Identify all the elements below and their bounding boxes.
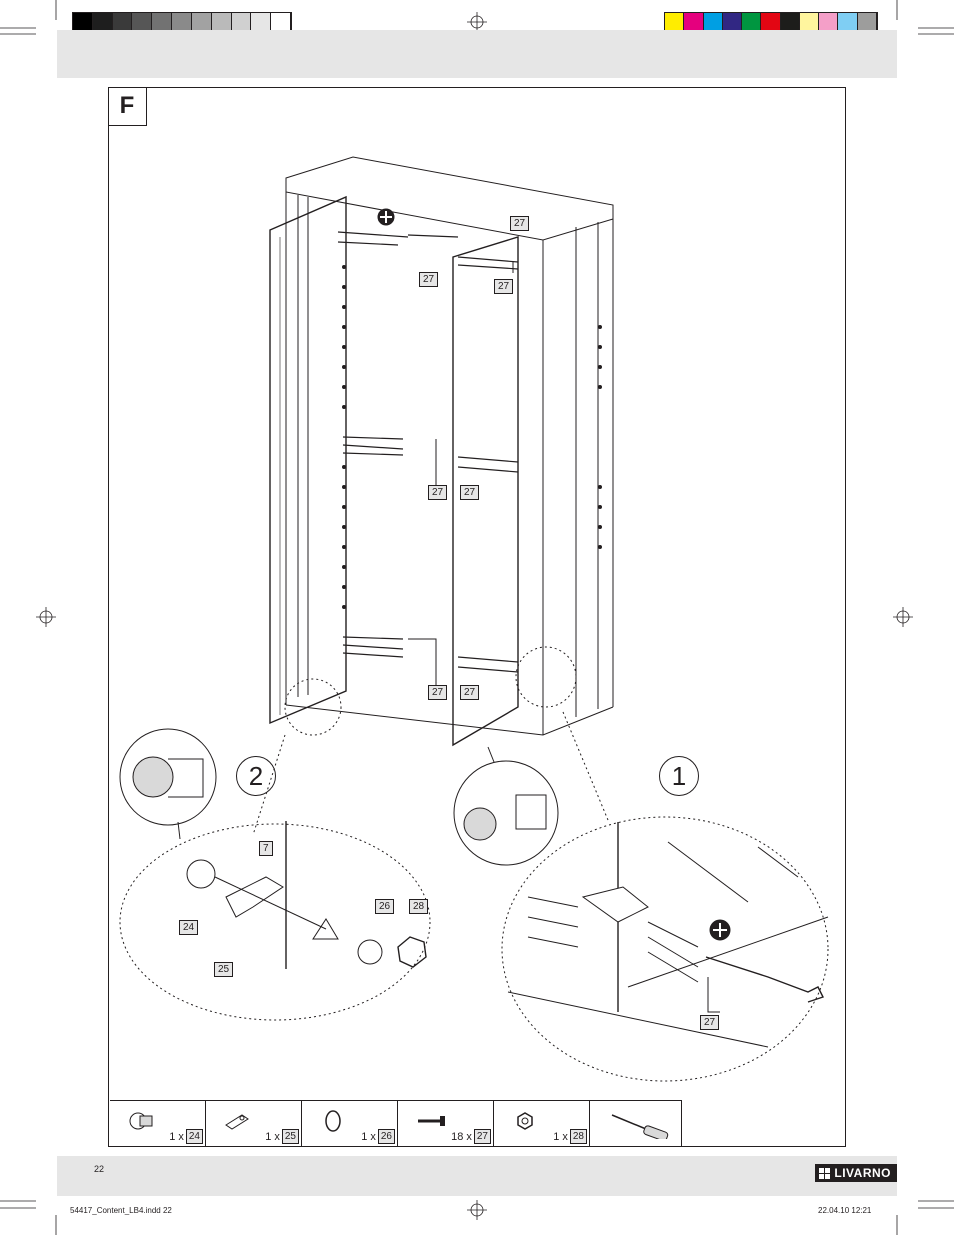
registration-mark-icon xyxy=(36,12,913,1220)
callout-27: 27 xyxy=(428,685,448,700)
lock-cylinder-icon xyxy=(186,859,216,889)
callout-27: 27 xyxy=(419,272,439,287)
lock-cam-icon xyxy=(222,1109,252,1138)
part-quantity: 1 x xyxy=(169,1130,184,1143)
phillips-icon xyxy=(377,208,395,226)
part-quantity: 18 x xyxy=(451,1130,472,1143)
gray-swatch xyxy=(92,13,113,33)
key-zoom-circle xyxy=(453,760,559,866)
washer-icon xyxy=(357,939,383,965)
section-letter: F xyxy=(108,87,147,126)
gray-swatch xyxy=(73,13,93,33)
detail-circle-hinge xyxy=(501,816,829,1082)
brand-logo: LIVARNO xyxy=(815,1164,897,1182)
gray-swatch xyxy=(251,13,272,33)
color-swatch xyxy=(665,13,685,33)
gray-swatch xyxy=(132,13,153,33)
color-swatch xyxy=(799,13,820,33)
color-swatch xyxy=(684,13,704,33)
color-swatch xyxy=(722,13,743,33)
right-glass-door xyxy=(452,236,519,747)
lock-zoom-circle xyxy=(119,728,217,826)
color-swatch xyxy=(819,13,839,33)
color-swatch xyxy=(742,13,762,33)
hinge-screws xyxy=(337,231,519,673)
gray-swatch xyxy=(172,13,192,33)
gray-swatch xyxy=(191,13,212,33)
gray-swatch xyxy=(112,13,133,33)
screw-icon xyxy=(414,1109,450,1138)
callout-27: 27 xyxy=(428,485,448,500)
callout-26: 26 xyxy=(375,899,395,914)
nut-icon xyxy=(397,936,427,968)
part-number: 28 xyxy=(569,1129,587,1144)
brand-mark-icon xyxy=(819,1167,831,1179)
instruction-frame xyxy=(108,87,846,1147)
part-number: 25 xyxy=(281,1129,299,1144)
footer-band xyxy=(57,1156,897,1196)
part-number: 26 xyxy=(377,1129,395,1144)
callout-27: 27 xyxy=(460,485,480,500)
gray-swatch xyxy=(231,13,252,33)
screwdriver-icon xyxy=(606,1109,676,1144)
lock-cam-icon xyxy=(225,876,284,918)
left-glass-door xyxy=(269,195,347,725)
step-number-1: 1 xyxy=(659,756,699,796)
part-quantity: 1 x xyxy=(361,1130,376,1143)
washer-icon xyxy=(318,1109,348,1138)
lock-cylinder-icon xyxy=(126,1109,156,1138)
assembly-illustration xyxy=(119,156,829,1082)
color-swatch xyxy=(703,13,723,33)
callout-27: 27 xyxy=(494,279,514,294)
nut-icon xyxy=(510,1109,540,1138)
part-box xyxy=(590,1100,682,1146)
screwdriver-icon xyxy=(705,956,824,1003)
callout-27: 27 xyxy=(700,1015,720,1030)
part-number: 27 xyxy=(473,1129,491,1144)
callout-28: 28 xyxy=(409,899,429,914)
page-number: 22 xyxy=(94,1164,105,1174)
color-swatch xyxy=(761,13,781,33)
color-swatch xyxy=(857,13,877,33)
brand-name: LIVARNO xyxy=(834,1166,891,1180)
header-band xyxy=(57,30,897,78)
gray-swatch xyxy=(211,13,232,33)
gray-swatch xyxy=(152,13,173,33)
callout-27: 27 xyxy=(460,685,480,700)
callout-7: 7 xyxy=(259,841,273,856)
color-swatch xyxy=(838,13,858,33)
phillips-icon xyxy=(709,919,731,941)
file-name: 54417_Content_LB4.indd 22 xyxy=(70,1206,172,1215)
part-number: 24 xyxy=(185,1129,203,1144)
callout-27: 27 xyxy=(510,216,530,231)
callout-24: 24 xyxy=(179,920,199,935)
callout-25: 25 xyxy=(214,962,234,977)
part-quantity: 1 x xyxy=(265,1130,280,1143)
cabinet-top-panel xyxy=(285,156,614,241)
color-swatch xyxy=(780,13,800,33)
print-timestamp: 22.04.10 12:21 xyxy=(818,1206,872,1215)
step-number-2: 2 xyxy=(236,756,276,796)
gray-swatch xyxy=(271,13,291,33)
detail-circle-lock xyxy=(119,823,431,1021)
part-quantity: 1 x xyxy=(553,1130,568,1143)
